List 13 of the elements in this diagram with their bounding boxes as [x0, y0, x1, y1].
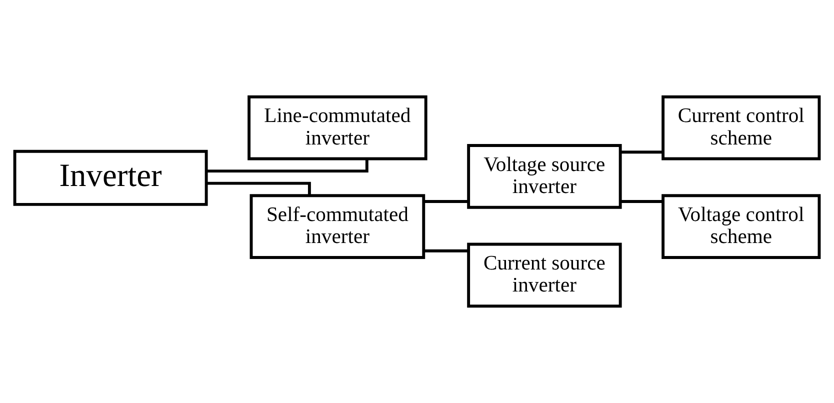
connector: [206, 158, 368, 173]
connector: [620, 150, 663, 154]
node-box: Voltage control scheme: [662, 194, 821, 259]
connector: [206, 182, 311, 196]
node-box: Current control scheme: [662, 95, 821, 160]
connector: [620, 200, 663, 203]
connector: [424, 200, 468, 203]
node-box: Inverter: [13, 150, 208, 206]
node-box: Voltage source inverter: [467, 144, 622, 209]
node-box: Line-commutated inverter: [248, 95, 428, 160]
node-box: Current source inverter: [467, 242, 622, 308]
connector: [424, 249, 468, 252]
node-box: Self-commutated inverter: [250, 194, 426, 259]
